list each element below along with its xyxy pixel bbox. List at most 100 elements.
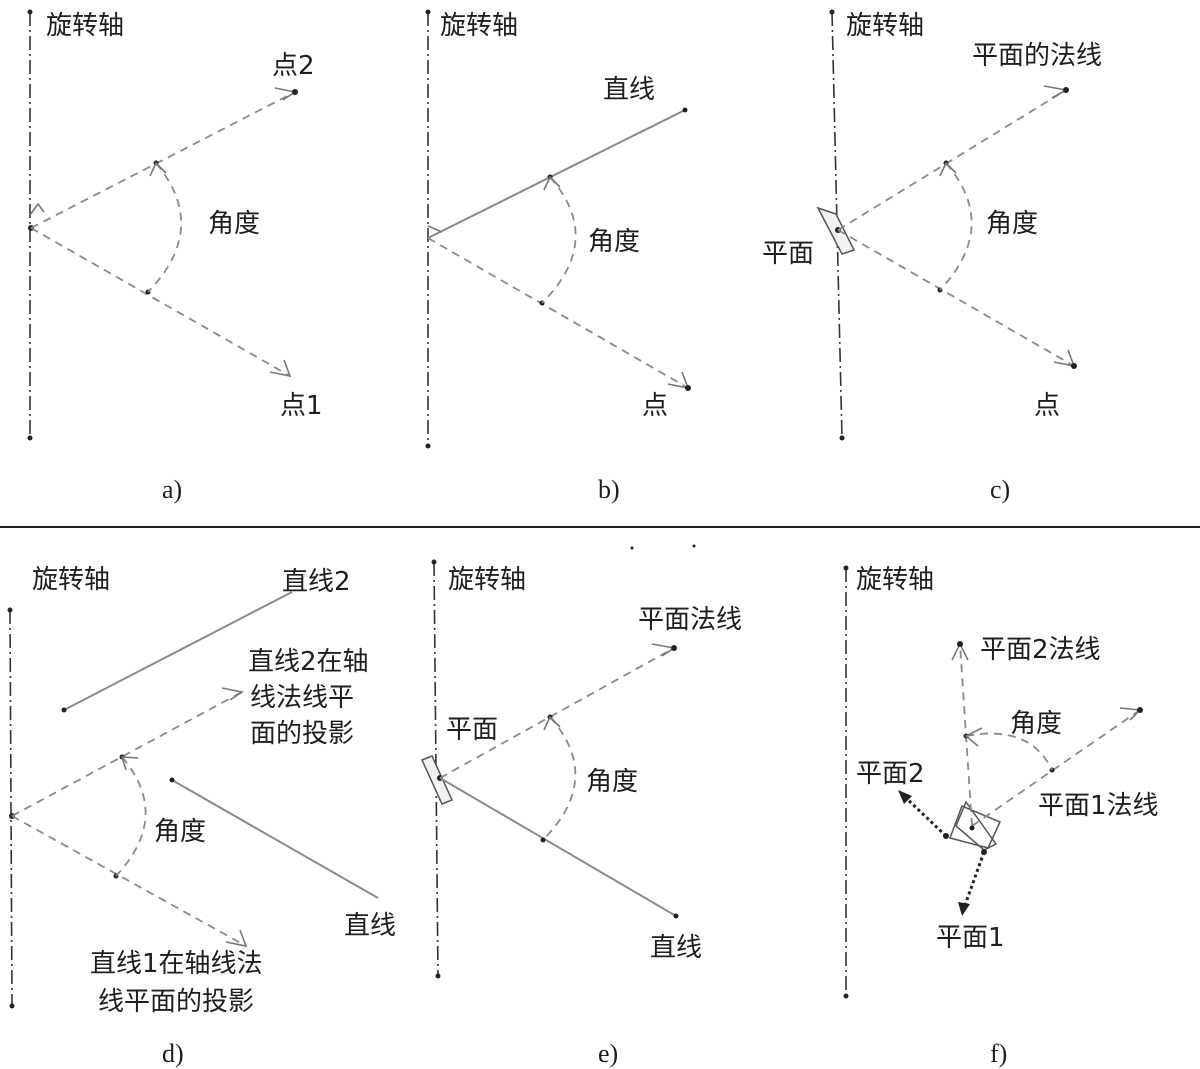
panel-caption: b) [598,475,620,504]
plane-label: 平面 [446,715,498,745]
arrow-head [269,359,292,378]
line-end-point [682,107,688,113]
axis-end-point [843,565,849,571]
angle-arc [939,162,973,291]
axis-end-point [435,973,441,979]
axis-label: 旋转轴 [448,565,526,595]
panel-c: 旋转轴 平面的法线 角度 平面 点 c) [762,9,1102,504]
panel-caption: c) [990,475,1010,504]
vector-to-point1 [30,227,291,377]
stray-mark [630,546,634,550]
point-marker [1071,363,1077,369]
arrow-head [898,790,912,804]
normal-vector [837,89,1067,231]
point-marker [685,385,691,391]
point2-label: 点2 [272,51,315,81]
projection1-vector [11,815,247,947]
rotation-axis [831,11,843,439]
panel-a: 旋转轴 点2 角度 点1 a) [27,9,323,504]
panel-f: 旋转轴 平面2法线 角度 平面2 平面1法线 平面1 f) [843,565,1159,1068]
angle-label: 角度 [986,209,1038,239]
axis-end-point [7,607,13,613]
line-e [439,777,677,917]
angle-label: 角度 [154,817,206,847]
plane1-normal-end-point [1137,707,1143,713]
plane1-normal-vector [971,709,1141,827]
vector-to-point [427,237,689,389]
angle-label: 角度 [588,227,640,257]
line2 [63,591,293,711]
panel-caption: a) [162,475,182,504]
point-label: 点 [1034,391,1060,421]
angle-arc [965,732,1053,771]
normal-label: 平面的法线 [972,41,1102,71]
plane2-label: 平面2 [856,759,925,789]
normal-vector [439,647,675,779]
axis-end-point [425,443,431,449]
line1-end-point [169,777,175,783]
axis-label: 旋转轴 [846,11,924,41]
projection2-vector [11,691,243,817]
plane2-normal-label: 平面2法线 [980,635,1101,665]
axis-label: 旋转轴 [46,11,124,41]
plane-symbol [29,202,45,216]
panel-caption: e) [598,1039,618,1068]
rotation-axis [9,609,13,1007]
projection1-label-line2: 线平面的投影 [98,987,254,1017]
vertex-point [969,825,975,831]
line-b [427,109,686,239]
arc-arrow [543,175,561,191]
plane-symbol [420,755,454,805]
axis-end-point [27,9,33,15]
plane1-normal-label: 平面1法线 [1038,791,1159,821]
rotation-axis [433,561,439,977]
angle-label: 角度 [1010,709,1062,739]
panel-caption: f) [990,1039,1007,1068]
line-label: 直线 [603,75,655,105]
arrow-head [225,929,248,948]
axis-end-point [843,993,849,999]
arc-arrow [939,161,957,177]
axis-end-point [9,1003,15,1009]
line-label: 直线 [344,911,396,941]
projection1-label-line1: 直线1在轴线法 [90,949,263,979]
line2-label: 直线2 [282,567,351,597]
arc-arrow [543,715,561,731]
arc-arrow [964,727,983,747]
line-end-point [673,913,679,919]
angle-label: 角度 [586,767,638,797]
arc-arrow [120,756,139,771]
angle-arc [115,756,147,877]
line1 [171,779,379,899]
angle-arc [541,176,577,304]
arrow-head [1043,85,1069,99]
plane1-symbol [949,805,1002,849]
panel-d: 旋转轴 直线2 直线2在轴 线法线平 面的投影 角度 直线 直线1在轴线法 线平… [7,565,396,1068]
plane1-label: 平面1 [936,923,1005,953]
normal-label: 平面法线 [638,605,742,635]
projection2-label-line3: 面的投影 [250,719,354,749]
point1-label: 点1 [280,391,323,421]
plane1-origin-point [981,849,987,855]
plane2-vector [902,794,948,838]
plane-symbol [427,225,443,233]
plane2-symbol [955,800,998,851]
vector-to-point [837,229,1075,367]
projection2-label-line1: 直线2在轴 [248,647,369,677]
panel-caption: d) [162,1039,184,1068]
axis-label: 旋转轴 [32,565,110,595]
normal-end-point [1063,87,1069,93]
axis-label: 旋转轴 [440,11,518,41]
arrow-head [958,902,970,916]
panel-e: 旋转轴 平面法线 平面 角度 直线 e) [420,544,742,1068]
arc-arrow [149,161,167,177]
arrow-head [1119,707,1142,721]
projection2-label-line2: 线法线平 [250,683,354,713]
axis-end-point [839,435,845,441]
axis-end-point [425,9,431,15]
stray-mark [692,544,696,548]
plane1-vector [962,851,986,909]
plane2-origin-point [943,833,949,839]
angle-arc [147,162,183,293]
arrow-head [221,687,245,701]
